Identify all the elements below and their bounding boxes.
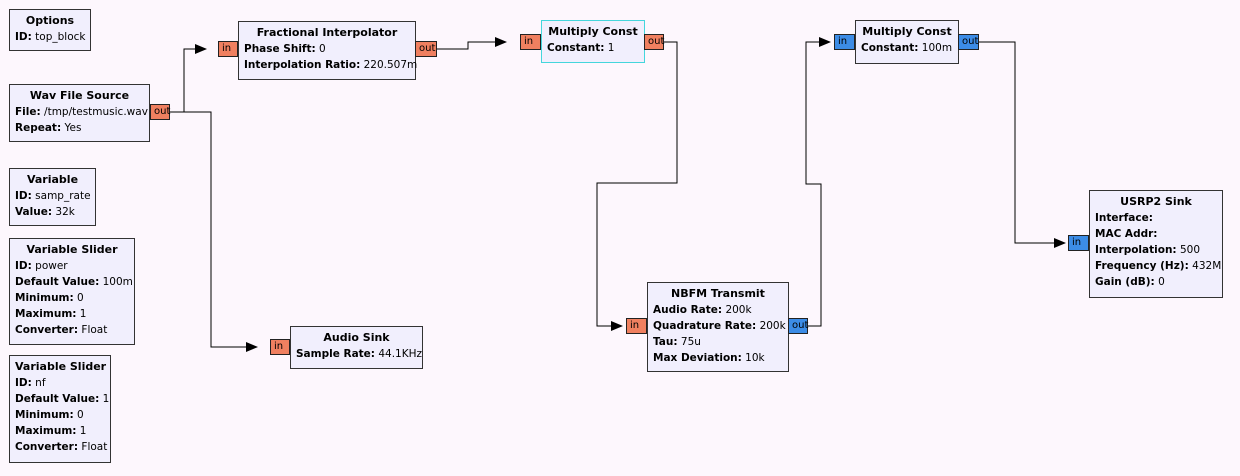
wav-out-port[interactable]: out [150, 104, 170, 120]
wire-mult1-to-nbfm[interactable] [596, 41, 678, 331]
block-param: Tau: 75u [653, 336, 701, 348]
block-param: MAC Addr: [1095, 228, 1158, 240]
block-title: Fractional Interpolator [256, 26, 398, 39]
block-param: ID: samp_rate [15, 190, 91, 202]
nbfm-out-port[interactable]: out [788, 318, 808, 334]
block-param: Constant: 100m [861, 42, 953, 54]
block-param: Value: 32k [15, 206, 75, 218]
block-param: Maximum: 1 [15, 308, 87, 320]
variable-block[interactable]: Variable ID: samp_rate Value: 32k [9, 168, 96, 226]
block-param: Interpolation: 500 [1095, 244, 1201, 256]
block-title: Variable Slider [26, 243, 118, 256]
variable-slider-nf-block[interactable]: Variable Slider ID: nf Default Value: 1 … [9, 355, 111, 463]
mult1-out-port[interactable]: out [644, 34, 664, 50]
block-param: Interface: [1095, 212, 1153, 224]
block-param: Gain (dB): 0 [1095, 276, 1165, 288]
audio-sink-block[interactable]: Audio Sink Sample Rate: 44.1KHz [290, 326, 423, 369]
block-param: Phase Shift: 0 [244, 43, 326, 55]
mult2-out-port[interactable]: out [958, 34, 979, 50]
block-param: Audio Rate: 200k [653, 304, 752, 316]
block-param: Interpolation Ratio: 220.507m [244, 59, 418, 71]
block-title: Options [25, 14, 75, 27]
block-title: Multiply Const [548, 25, 638, 38]
block-param: Constant: 1 [547, 42, 615, 54]
block-title: Variable [26, 173, 79, 186]
frac-out-port[interactable]: out [415, 41, 437, 57]
wire-mult2-to-usrp2[interactable] [979, 41, 1066, 248]
block-param: Converter: Float [15, 324, 108, 336]
audio-sink-in-port[interactable]: in [270, 339, 290, 355]
mult2-in-port[interactable]: in [834, 34, 855, 50]
block-param: Converter: Float [15, 441, 108, 453]
block-param: ID: top_block [15, 31, 86, 43]
wire-wav-to-audio-sink[interactable] [170, 111, 258, 352]
block-param: Quadrature Rate: 200k [653, 320, 786, 332]
usrp2-sink-block[interactable]: USRP2 Sink Interface: MAC Addr: Interpol… [1089, 190, 1223, 298]
block-param: Minimum: 0 [15, 292, 84, 304]
block-param: Default Value: 100m [15, 276, 133, 288]
block-title: USRP2 Sink [1120, 195, 1192, 208]
block-param: Maximum: 1 [15, 425, 87, 437]
wire-nbfm-to-mult2[interactable] [805, 37, 831, 327]
block-title: Multiply Const [862, 25, 952, 38]
block-param: File: /tmp/testmusic.wav [15, 106, 148, 118]
block-param: Frequency (Hz): 432M [1095, 260, 1222, 272]
block-param: Max Deviation: 10k [653, 352, 765, 364]
block-param: Default Value: 1 [15, 393, 110, 405]
nbfm-in-port[interactable]: in [626, 318, 647, 334]
block-param: ID: power [15, 260, 68, 272]
block-title: Variable Slider [15, 360, 107, 373]
block-param: Repeat: Yes [15, 122, 82, 134]
block-param: Sample Rate: 44.1KHz [296, 348, 423, 360]
block-title: NBFM Transmit [671, 287, 765, 300]
frac-in-port[interactable]: in [218, 41, 238, 57]
block-title: Wav File Source [29, 89, 130, 102]
options-block[interactable]: Options ID: top_block [9, 9, 91, 51]
wire-wav-to-frac[interactable] [170, 44, 207, 113]
block-title: Audio Sink [323, 331, 390, 344]
mult1-in-port[interactable]: in [520, 34, 541, 50]
fractional-interpolator-block[interactable]: Fractional Interpolator Phase Shift: 0 I… [238, 21, 418, 80]
multiply-const-1-block[interactable]: Multiply Const Constant: 1 [541, 20, 645, 63]
block-param: ID: nf [15, 377, 46, 389]
wire-frac-to-mult1[interactable] [437, 37, 507, 50]
variable-slider-power-block[interactable]: Variable Slider ID: power Default Value:… [9, 238, 135, 345]
nbfm-transmit-block[interactable]: NBFM Transmit Audio Rate: 200k Quadratur… [647, 282, 789, 372]
block-param: Minimum: 0 [15, 409, 84, 421]
wav-file-source-block[interactable]: Wav File Source File: /tmp/testmusic.wav… [9, 84, 150, 142]
usrp2-in-port[interactable]: in [1068, 235, 1089, 251]
multiply-const-2-block[interactable]: Multiply Const Constant: 100m [855, 20, 959, 64]
